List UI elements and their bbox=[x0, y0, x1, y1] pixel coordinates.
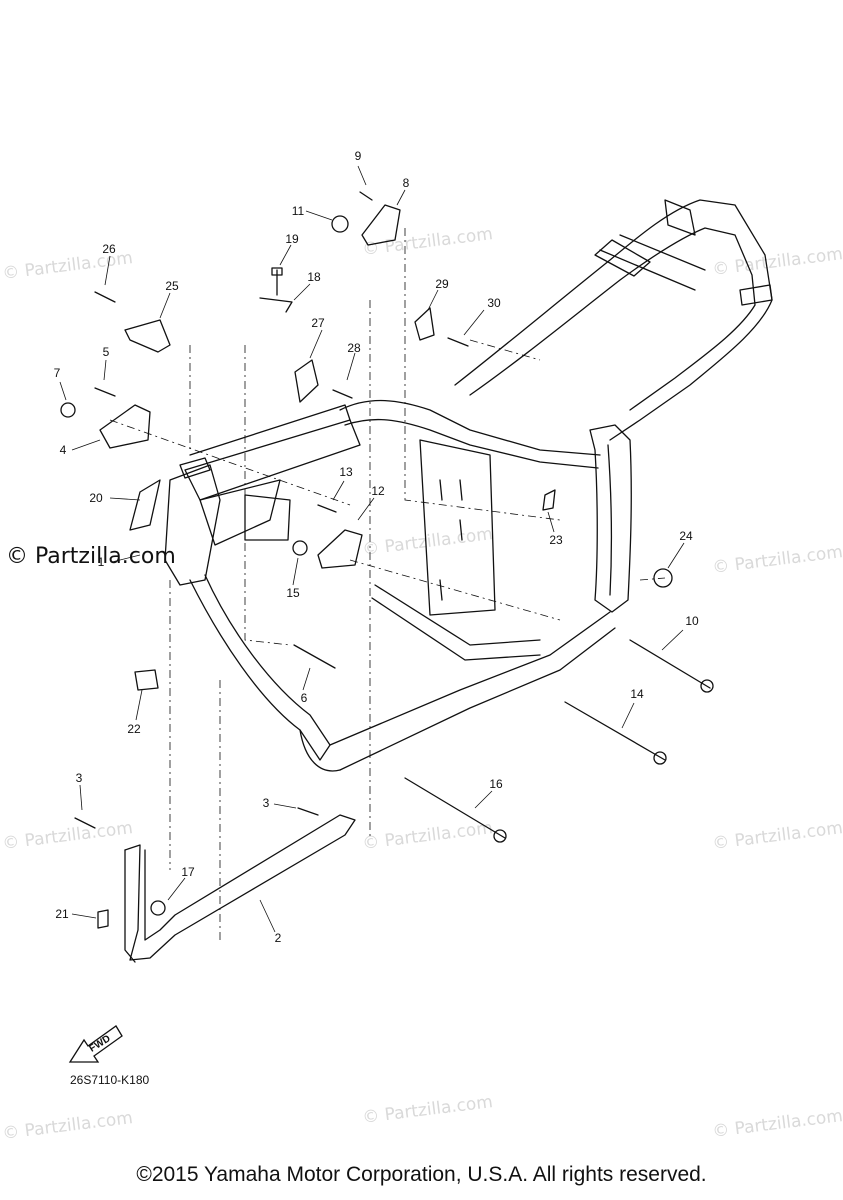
nut-7 bbox=[60, 402, 76, 418]
bracket-25 bbox=[124, 319, 171, 353]
callout-5: 5 bbox=[102, 345, 110, 359]
callout-17: 17 bbox=[181, 865, 195, 879]
partzilla-watermark: © Partzilla.com bbox=[6, 544, 176, 569]
callout-22: 22 bbox=[127, 722, 141, 736]
rear-top-bar-2 bbox=[619, 234, 706, 271]
backbone-tube-2 bbox=[189, 404, 351, 456]
callout-27: 27 bbox=[311, 316, 325, 330]
part-code: 26S7110-K180 bbox=[70, 1073, 150, 1087]
steering-head-gusset bbox=[199, 479, 281, 546]
clip-18 bbox=[259, 297, 293, 313]
rear-fender-rail bbox=[454, 199, 773, 441]
rear-bracket bbox=[739, 284, 773, 306]
backbone-tube bbox=[184, 419, 361, 501]
center-plate-slots bbox=[439, 479, 463, 601]
bolt-28 bbox=[332, 389, 353, 399]
bracket-12 bbox=[317, 529, 363, 569]
bolt-10 bbox=[629, 639, 711, 689]
bracket-4 bbox=[99, 404, 151, 449]
bolt-26 bbox=[94, 291, 116, 303]
bolt-9 bbox=[359, 191, 373, 201]
label-22 bbox=[134, 669, 159, 691]
callout-23: 23 bbox=[549, 533, 563, 547]
label-21 bbox=[97, 909, 109, 929]
washer-11 bbox=[331, 215, 349, 233]
bracket-8 bbox=[361, 204, 401, 246]
bolt-head-10 bbox=[700, 679, 714, 693]
rear-cross-bracket bbox=[594, 239, 651, 277]
callout-11: 11 bbox=[291, 204, 305, 218]
callout-24: 24 bbox=[679, 529, 693, 543]
callout-13: 13 bbox=[339, 465, 353, 479]
callout-20: 20 bbox=[89, 491, 103, 505]
callout-7: 7 bbox=[53, 366, 61, 380]
callout-29: 29 bbox=[435, 277, 449, 291]
callout-10: 10 bbox=[685, 614, 699, 628]
nut-15 bbox=[292, 540, 308, 556]
rear-top-bar bbox=[599, 249, 696, 291]
steering-head bbox=[164, 464, 221, 586]
callout-3: 3 bbox=[262, 796, 270, 810]
callout-4: 4 bbox=[59, 443, 67, 457]
bolt-3b bbox=[297, 807, 319, 816]
callout-2: 2 bbox=[274, 931, 282, 945]
callout-3: 3 bbox=[75, 771, 83, 785]
lower-crossmember-2 bbox=[371, 597, 541, 661]
bolt-16 bbox=[404, 777, 506, 839]
lower-rail-2 bbox=[339, 627, 616, 771]
lower-crossmember bbox=[374, 584, 541, 646]
lower-rail bbox=[329, 611, 611, 746]
bolt-6 bbox=[293, 644, 336, 669]
callout-1: 1 bbox=[97, 555, 105, 569]
upper-side-rail bbox=[339, 399, 601, 456]
center-plate bbox=[419, 439, 496, 616]
front-lower-member bbox=[124, 814, 356, 961]
callout-19: 19 bbox=[285, 232, 299, 246]
bolt-head-16 bbox=[493, 829, 507, 843]
front-downtube-lower bbox=[299, 729, 341, 772]
bolt-14 bbox=[564, 701, 666, 761]
callout-16: 16 bbox=[489, 777, 503, 791]
steering-head-cap bbox=[179, 457, 211, 479]
bolt-30 bbox=[447, 337, 469, 347]
copyright-notice: ©2015 Yamaha Motor Corporation, U.S.A. A… bbox=[136, 1163, 707, 1186]
rear-downtube bbox=[589, 424, 632, 613]
grommet-24 bbox=[653, 568, 673, 588]
label-23 bbox=[542, 489, 556, 511]
callout-28: 28 bbox=[347, 341, 361, 355]
callout-18: 18 bbox=[307, 270, 321, 284]
callout-12: 12 bbox=[371, 484, 385, 498]
clamp-27 bbox=[294, 359, 319, 403]
bolt-19 bbox=[271, 267, 283, 296]
front-lower-member-2 bbox=[124, 849, 136, 963]
callout-30: 30 bbox=[487, 296, 501, 310]
callout-9: 9 bbox=[354, 149, 362, 163]
rear-fender-rail-inner bbox=[469, 227, 756, 411]
bolt-5 bbox=[94, 387, 116, 397]
bolt-head-14 bbox=[653, 751, 667, 765]
label-20 bbox=[129, 479, 161, 531]
callout-6: 6 bbox=[300, 691, 308, 705]
callout-15: 15 bbox=[286, 586, 300, 600]
nut-17 bbox=[150, 900, 166, 916]
clamp-29 bbox=[414, 307, 435, 341]
callout-25: 25 bbox=[165, 279, 179, 293]
fwd-arrow-icon bbox=[68, 1025, 123, 1063]
upper-side-rail-2 bbox=[344, 418, 599, 469]
callout-26: 26 bbox=[102, 242, 116, 256]
callout-21: 21 bbox=[55, 907, 69, 921]
bolt-13 bbox=[317, 504, 337, 513]
callout-8: 8 bbox=[402, 176, 410, 190]
rear-strut bbox=[664, 199, 696, 236]
front-downtube bbox=[189, 574, 331, 761]
rear-downtube-inner bbox=[607, 444, 612, 596]
callout-14: 14 bbox=[630, 687, 644, 701]
bolt-3a bbox=[74, 817, 96, 829]
front-mount-plate bbox=[244, 494, 291, 541]
